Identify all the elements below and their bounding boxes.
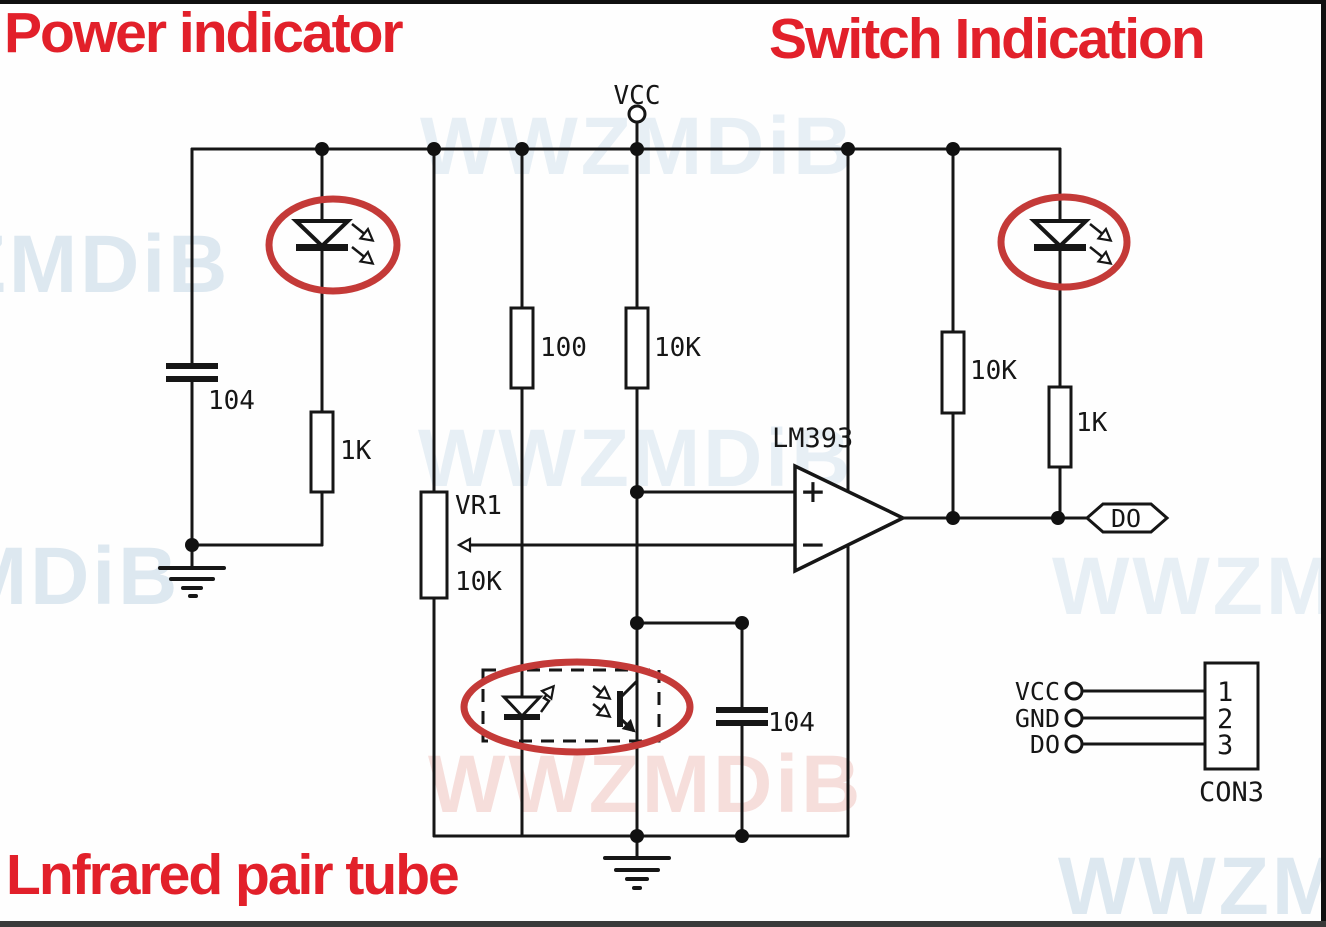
watermark: WWZMDiB bbox=[1052, 541, 1326, 632]
capacitor-c1 bbox=[166, 363, 218, 382]
cap-plate bbox=[166, 363, 218, 369]
resistor-r1-1k bbox=[309, 410, 335, 494]
highlight-ellipse-ir-pair bbox=[460, 658, 694, 756]
opamp-lm393 bbox=[793, 463, 908, 574]
pin-terminal-vcc bbox=[1064, 681, 1084, 701]
led-cathode-bar bbox=[1034, 244, 1086, 251]
watermark: WWZMDiB bbox=[0, 219, 231, 310]
transistor-base-bar bbox=[617, 691, 623, 727]
junction-dot bbox=[735, 829, 749, 843]
con3-gnd-label: GND bbox=[1015, 704, 1060, 733]
cap-plate bbox=[716, 720, 768, 726]
con3-pin1-number: 1 bbox=[1217, 677, 1233, 708]
capacitor-c2 bbox=[716, 707, 768, 726]
r4-value-label: 10K bbox=[970, 356, 1017, 386]
vr1-name-label: VR1 bbox=[455, 491, 502, 521]
opamp-part-label: LM393 bbox=[772, 423, 853, 454]
c1-value-label: 104 bbox=[208, 386, 255, 416]
con3-body bbox=[1203, 661, 1260, 771]
led-emission-arrow bbox=[351, 246, 375, 266]
watermark: WWZMDiB bbox=[428, 739, 864, 830]
con3-do-label: DO bbox=[1030, 730, 1060, 759]
resistor-r5-1k bbox=[1047, 385, 1073, 469]
image-border-top bbox=[0, 0, 1326, 4]
con3-name-label: CON3 bbox=[1199, 777, 1264, 808]
r3-value-label: 10K bbox=[654, 333, 701, 363]
ir-receive-arrow bbox=[592, 685, 612, 700]
title-switch-indication: Switch Indication bbox=[769, 7, 1206, 71]
led-triangle bbox=[291, 219, 353, 249]
watermark: WWZMDiB bbox=[0, 531, 181, 622]
ground-mid-symbol bbox=[603, 856, 671, 890]
resistor-r2-100 bbox=[509, 306, 535, 390]
junction-dot bbox=[185, 538, 199, 552]
watermark: WWZMDiB bbox=[1058, 841, 1326, 927]
do-output-flag bbox=[1084, 502, 1170, 534]
led-cathode-bar bbox=[296, 244, 348, 251]
ir-emitter-led bbox=[500, 684, 556, 720]
emitter-lead bbox=[620, 718, 636, 733]
junction-dot bbox=[630, 142, 644, 156]
con3-pin3-number: 3 bbox=[1217, 730, 1233, 761]
ir-pair-dashed-box bbox=[481, 668, 661, 743]
connector-con3 bbox=[1064, 661, 1260, 771]
led-emission-arrow bbox=[1089, 246, 1113, 266]
ground-left-symbol bbox=[158, 566, 226, 598]
junction-dots bbox=[185, 142, 1065, 843]
junction-dot bbox=[735, 616, 749, 630]
resistor-r4-10k bbox=[940, 330, 966, 415]
led-emission-arrow bbox=[351, 223, 375, 243]
junction-dot bbox=[427, 142, 441, 156]
resistor-r3-10k bbox=[624, 306, 650, 390]
junction-dot bbox=[630, 616, 644, 630]
title-power-indicator: Power indicator bbox=[4, 1, 404, 65]
con3-vcc-label: VCC bbox=[1015, 677, 1060, 706]
con3-pin2-number: 2 bbox=[1217, 704, 1233, 735]
collector-lead bbox=[620, 679, 639, 698]
junction-dot bbox=[946, 511, 960, 525]
junction-dot bbox=[630, 829, 644, 843]
led-emission-arrow bbox=[1089, 223, 1113, 243]
junction-dot bbox=[1051, 511, 1065, 525]
vcc-terminal bbox=[627, 104, 647, 124]
vr1-value-label: 10K bbox=[455, 567, 502, 597]
power-led bbox=[291, 219, 375, 266]
opamp-minus-input: − bbox=[802, 522, 825, 566]
junction-dot bbox=[841, 142, 855, 156]
title-infrared-pair-tube: Lnfrared pair tube bbox=[6, 843, 460, 907]
switch-led bbox=[1029, 219, 1113, 266]
pin-terminal-gnd bbox=[1064, 708, 1084, 728]
potentiometer-vr1 bbox=[419, 490, 449, 600]
do-flag-label: DO bbox=[1111, 504, 1141, 533]
r1-value-label: 1K bbox=[340, 436, 372, 466]
r5-value-label: 1K bbox=[1076, 408, 1108, 438]
junction-dot bbox=[946, 142, 960, 156]
cap-plate bbox=[166, 376, 218, 382]
pin-terminal-do bbox=[1064, 734, 1084, 754]
opamp-plus-input: + bbox=[802, 469, 825, 513]
ir-emission-arrow bbox=[539, 684, 556, 713]
highlight-ellipse-switch-led bbox=[997, 193, 1131, 291]
vcc-label: VCC bbox=[614, 81, 661, 111]
image-border-right bbox=[1321, 0, 1326, 927]
r2-value-label: 100 bbox=[540, 333, 587, 363]
phototransistor bbox=[592, 679, 639, 733]
led-cathode-bar bbox=[504, 714, 540, 720]
junction-dot bbox=[515, 142, 529, 156]
led-triangle bbox=[500, 695, 544, 719]
junction-dot bbox=[630, 485, 644, 499]
image-border-bottom bbox=[0, 921, 1326, 927]
junction-dot bbox=[315, 142, 329, 156]
highlight-ellipse-power-led bbox=[265, 195, 401, 295]
led-triangle bbox=[1029, 219, 1091, 249]
c2-value-label: 104 bbox=[768, 708, 815, 738]
ir-receive-arrow bbox=[592, 703, 612, 718]
cap-plate bbox=[716, 707, 768, 713]
